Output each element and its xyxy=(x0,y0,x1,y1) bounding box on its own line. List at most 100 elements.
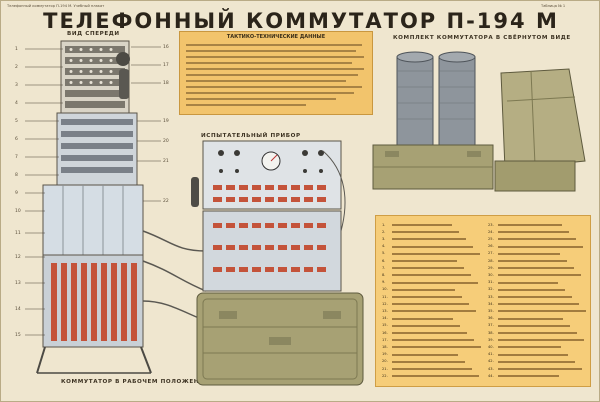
callout-number: 8 xyxy=(15,173,18,178)
legend-number: 17. xyxy=(382,337,388,342)
legend-text-line xyxy=(392,224,452,226)
legend-text-line xyxy=(392,368,472,370)
spec-text-line xyxy=(186,74,358,76)
legend-number: 8. xyxy=(382,272,386,277)
legend-text-line xyxy=(498,231,569,234)
right-callout-lines xyxy=(131,46,161,202)
callout-number: 15 xyxy=(15,333,21,338)
legend-text-line xyxy=(498,339,584,342)
legend-text-line xyxy=(392,238,466,241)
callout-number: 18 xyxy=(163,81,169,86)
legend-text-line xyxy=(392,245,473,248)
legend-text-line xyxy=(498,360,575,363)
legend-number: 34. xyxy=(488,301,494,306)
legend-text-line xyxy=(392,324,460,327)
legend-text-line xyxy=(498,310,586,313)
legend-text-line xyxy=(498,252,560,255)
legend-text-line xyxy=(392,281,478,284)
legend-text-line xyxy=(498,324,570,327)
legend-text-line xyxy=(498,317,563,320)
legend-number: 23. xyxy=(488,222,494,227)
legend-number: 11. xyxy=(382,294,388,299)
legend-number: 16. xyxy=(382,330,388,335)
legend-number: 30. xyxy=(488,272,494,277)
legend-number: 35. xyxy=(488,308,494,313)
legend-number: 43. xyxy=(488,366,494,371)
legend-text-line xyxy=(392,332,467,334)
transport-case-drawing xyxy=(196,292,364,386)
legend-number: 41. xyxy=(488,352,494,357)
left-callout-lines xyxy=(25,48,63,336)
legend-number: 10. xyxy=(382,287,388,292)
packed-kit-drawing xyxy=(372,51,586,192)
legend-number: 38. xyxy=(488,330,494,335)
legend-number: 18. xyxy=(382,344,388,349)
legend-number: 40. xyxy=(488,344,494,349)
legend-number: 36. xyxy=(488,316,494,321)
spec-text-line xyxy=(186,62,352,64)
legend-number: 25. xyxy=(488,236,494,241)
legend-text-line xyxy=(498,260,567,262)
legend-text-line xyxy=(392,317,453,320)
legend-number: 12. xyxy=(382,301,388,306)
callout-number: 20 xyxy=(163,139,169,144)
switchboard-frame-drawing xyxy=(36,40,207,374)
header-left-note: Телефонный коммутатор П-194 М. Учебный п… xyxy=(7,4,105,8)
callout-number: 3 xyxy=(15,83,18,88)
legend-number: 22. xyxy=(382,373,388,378)
legend-text-line xyxy=(498,375,559,378)
legend-number: 21. xyxy=(382,366,388,371)
specifications-title: ТАКТИКО-ТЕХНИЧЕСКИЕ ДАННЫЕ xyxy=(226,34,326,40)
spec-text-line xyxy=(186,68,364,70)
legend-number: 29. xyxy=(488,265,494,270)
spec-text-line xyxy=(186,104,306,106)
legend-text-line xyxy=(498,288,565,291)
legend-number: 20. xyxy=(382,359,388,364)
instrument-panel-drawing xyxy=(191,140,346,292)
callout-number: 5 xyxy=(15,119,18,124)
legend-number: 9. xyxy=(382,280,386,285)
legend-number: 39. xyxy=(488,337,494,342)
poster-title: ТЕЛЕФОННЫЙ КОММУТАТОР П-194 М xyxy=(43,9,559,33)
specifications-box: ТАКТИКО-ТЕХНИЧЕСКИЕ ДАННЫЕ xyxy=(179,31,373,115)
legend-text-line xyxy=(392,375,479,378)
spec-text-line xyxy=(186,44,362,46)
legend-text-line xyxy=(392,267,464,270)
legend-text-line xyxy=(498,296,572,298)
callout-number: 17 xyxy=(163,63,169,68)
legend-number: 1. xyxy=(382,222,386,227)
legend-number: 7. xyxy=(382,265,386,270)
legend-number: 3. xyxy=(382,236,386,241)
callout-number: 4 xyxy=(15,101,18,106)
legend-text-line xyxy=(392,260,457,262)
legend-text-line xyxy=(498,353,568,356)
legend-text-line xyxy=(392,339,474,342)
legend-text-line xyxy=(392,231,459,234)
callout-number: 6 xyxy=(15,137,18,142)
legend-number: 27. xyxy=(488,251,494,256)
legend-text-line xyxy=(498,368,582,370)
spec-text-line xyxy=(186,98,336,100)
legend-text-line xyxy=(498,303,579,306)
kit-caption: КОМПЛЕКТ КОММУТАТОРА В СВЁРНУТОМ ВИДЕ xyxy=(393,35,571,41)
legend-text-line xyxy=(498,267,574,270)
legend-text-line xyxy=(392,252,480,255)
callout-number: 12 xyxy=(15,255,21,260)
legend-text-line xyxy=(392,274,471,277)
legend-number: 15. xyxy=(382,323,388,328)
legend-text-line xyxy=(498,281,558,284)
spec-text-line xyxy=(186,50,356,52)
legend-number: 6. xyxy=(382,258,386,263)
legend-number: 13. xyxy=(382,308,388,313)
legend-number: 44. xyxy=(488,373,494,378)
panel-caption: ИСПЫТАТЕЛЬНЫЙ ПРИБОР xyxy=(201,133,301,139)
legend-number: 28. xyxy=(488,258,494,263)
callout-number: 21 xyxy=(163,159,169,164)
legend-text-line xyxy=(392,346,481,349)
legend-text-line xyxy=(392,310,476,313)
frame-caption: ВИД СПЕРЕДИ xyxy=(67,31,120,37)
header-right-note: Таблица № 1 xyxy=(541,4,566,8)
callout-number: 11 xyxy=(15,231,21,236)
